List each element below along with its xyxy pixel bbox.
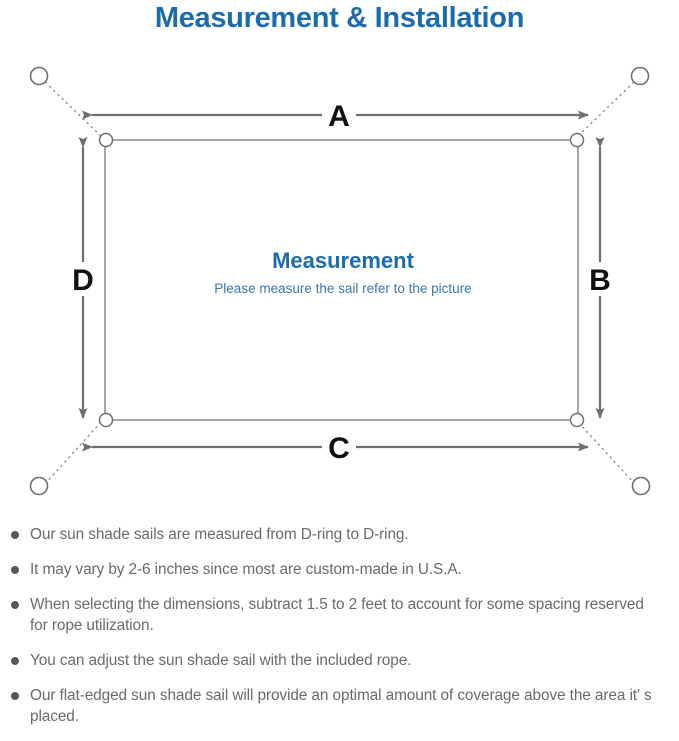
rope-top-right <box>577 81 635 137</box>
note-text: Our flat-edged sun shade sail will provi… <box>30 687 652 725</box>
dimension-line-b: B <box>589 137 611 419</box>
page-title: Measurement & Installation <box>154 2 525 34</box>
notes-list: Our sun shade sails are measured from D-… <box>0 524 679 741</box>
rope-top-left <box>44 81 102 137</box>
sail-center-subtitle: Please measure the sail refer to the pic… <box>214 281 471 296</box>
d-ring-top-left-icon <box>98 132 114 148</box>
note-text: Our sun shade sails are measured from D-… <box>30 526 409 543</box>
note-text: It may vary by 2-6 inches since most are… <box>30 561 462 578</box>
list-item: Our sun shade sails are measured from D-… <box>0 524 679 545</box>
bullet-icon <box>11 657 19 665</box>
dimension-label-a: A <box>328 100 350 133</box>
anchor-ring-bottom-left-icon <box>29 476 49 496</box>
sail-corner-d-rings <box>98 132 585 428</box>
note-text: You can adjust the sun shade sail with t… <box>30 652 412 669</box>
dimension-label-c: C <box>328 432 350 465</box>
dimension-line-a: A <box>82 100 589 133</box>
dimension-label-d: D <box>72 264 94 297</box>
d-ring-bottom-left-icon <box>98 412 114 428</box>
bullet-icon <box>11 692 19 700</box>
rope-bottom-left <box>44 421 102 485</box>
list-item: Our flat-edged sun shade sail will provi… <box>0 685 679 727</box>
bullet-icon <box>11 601 19 609</box>
d-ring-bottom-right-icon <box>569 412 585 428</box>
sail-center-title: Measurement <box>272 248 415 273</box>
bullet-icon <box>11 566 19 574</box>
sail-rectangle <box>104 139 579 421</box>
dimension-line-d: D <box>72 137 94 419</box>
anchor-ring-top-right-icon <box>630 66 650 86</box>
list-item: When selecting the dimensions, subtract … <box>0 594 679 636</box>
dimension-label-b: B <box>589 264 611 297</box>
anchor-rings <box>29 66 651 496</box>
list-item: You can adjust the sun shade sail with t… <box>0 650 679 671</box>
measurement-diagram: A C D B Measurement Please measure the s… <box>0 40 679 520</box>
rope-bottom-right <box>577 421 636 485</box>
diagram-svg: A C D B Measurement Please measure the s… <box>29 66 651 496</box>
rope-lines <box>44 81 636 485</box>
dimension-line-c: C <box>82 432 589 465</box>
anchor-ring-top-left-icon <box>29 66 49 86</box>
list-item: It may vary by 2-6 inches since most are… <box>0 559 679 580</box>
note-text: When selecting the dimensions, subtract … <box>30 596 644 634</box>
d-ring-top-right-icon <box>569 132 585 148</box>
bullet-icon <box>11 531 19 539</box>
anchor-ring-bottom-right-icon <box>631 476 651 496</box>
